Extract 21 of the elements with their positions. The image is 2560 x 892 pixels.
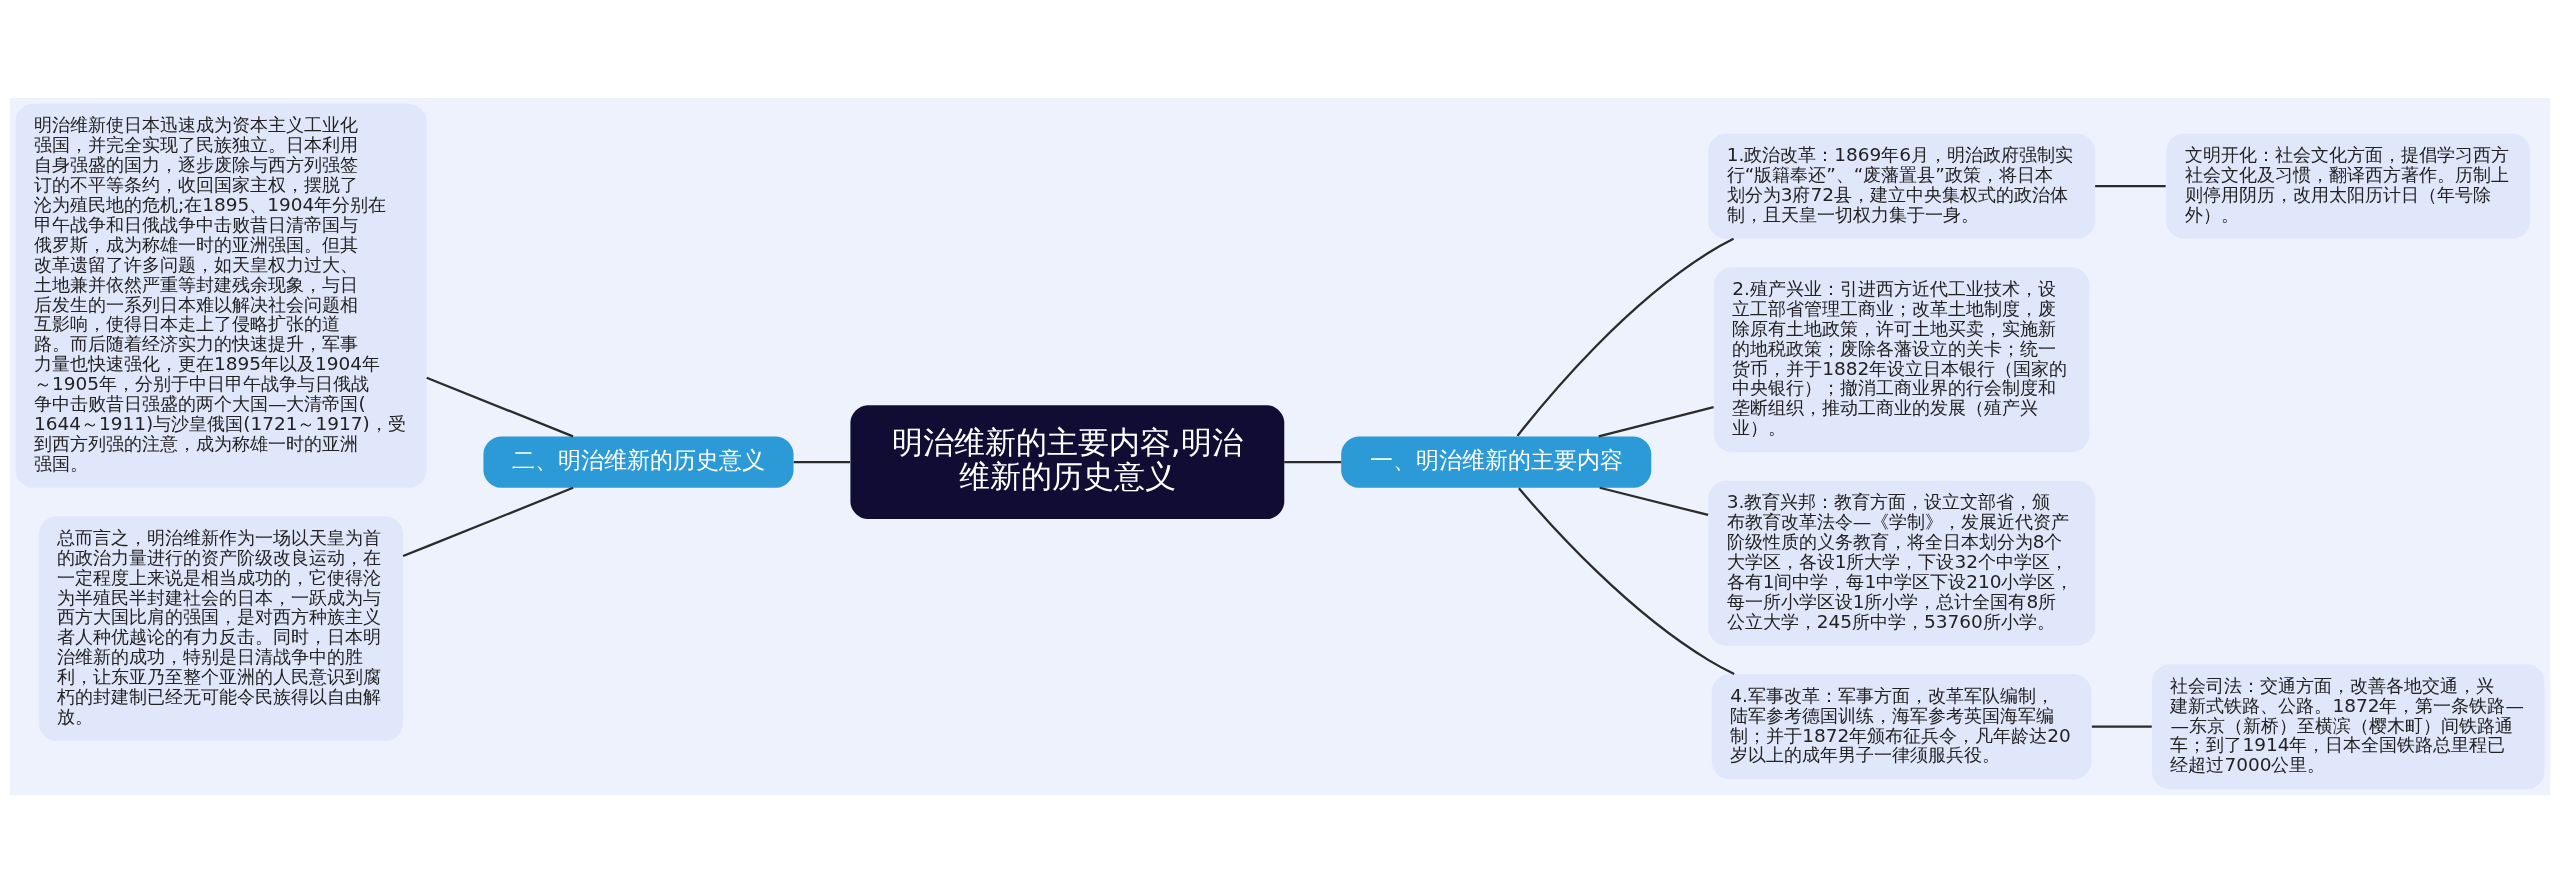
- node-box: 明治维新使日本迅速成为资本主义工业化强国，并完全实现了民族独立。日本利用自身强盛的国力，逐步废除与西方列强签订的不平等条约，收回国家主权，摆脱了沦为殖民地的危机;在1895、1904年分别在甲午战争和日俄战争中击败昔日清帝国与俄罗斯，成为称雄一时的亚洲强国。但其改革遗留了许多问题，如天皇权力过大、土地兼并依然严重等封建残余现象，与日后发生的一系列日本难以解决社会问题相互影响，使得日本走上了侵略扩张的道路。而后随着经济实力的快速提升，军事力量也快速强化，更在1895年以及1904年～1905年，分别于中日甲午战争与日俄战争中击败昔日强盛的两个大国—大清帝国(1644～1911)与沙皇俄国(1721～1917)，受到西方列强的注意，成为称雄一时的亚洲强国。: [15, 103, 427, 488]
- connector: [1284, 460, 1342, 463]
- connector: [402, 486, 574, 557]
- node-box: 3.教育兴邦：教育方面，设立文部省，颁布教育改革法令—《学制》，发展近代资产阶级性质的义务教育，将全日本划分为8个大学区，各设1所大学，下设32个中学区，各有1间中学，每1中学区下设210小学区，每一所小学区设1所小学，总计全国有8所公立大学，245所中学，53760所小学。: [1708, 480, 2096, 646]
- connector: [1598, 405, 1714, 438]
- connector: [1518, 487, 1735, 675]
- connector: [793, 460, 851, 463]
- node-box: 文明开化：社会文化方面，提倡学习西方社会文化及习惯，翻译西方著作。历制上则停用阴历，改用太阳历计日（年号除外）。: [2166, 133, 2531, 239]
- connector: [426, 376, 574, 437]
- node-box: 1.政治改革：1869年6月，明治政府强制实行“版籍奉还”、“废藩置县”政策，将日本划分为3府72县，建立中央集权式的政治体制，且天皇一切权力集于一身。: [1708, 133, 2096, 239]
- node-box: 二、明治维新的历史意义: [483, 436, 794, 488]
- node-box: 2.殖产兴业：引进西方近代工业技术，设立工部省管理工商业；改革土地制度，废除原有土地政策，许可土地买卖，实施新的地税政策；废除各藩设立的关卡；统一货币，并于1882年设立日本银行（国家的中央银行）；撤消工商业界的行会制度和垄断组织，推动工商业的发展（殖产兴业）。: [1713, 266, 2090, 452]
- node-box: 社会司法：交通方面，改善各地交通，兴建新式铁路、公路。1872年，第一条铁路——东京（新桥）至横滨（樱木町）间铁路通车；到了1914年，日本全国铁路总里程已经超过7000公里。: [2151, 663, 2545, 789]
- node-box: 4.军事改革：军事方面，改革军队编制，陆军参考德国训练，海军参考英国海军编制；并于1872年颁布征兵令，凡年龄达20岁以上的成年男子一律须服兵役。: [1711, 673, 2092, 779]
- connector: [1599, 486, 1709, 516]
- node-box: 一、明治维新的主要内容: [1341, 436, 1652, 488]
- connector: [2095, 184, 2166, 187]
- connector: [2091, 725, 2152, 728]
- node-box: 明治维新的主要内容,明治维新的历史意义: [850, 404, 1285, 519]
- connector: [1516, 237, 1735, 437]
- node-box: 总而言之，明治维新作为一场以天皇为首的政治力量进行的资产阶级改良运动，在一定程度上来说是相当成功的，它使得沦为半殖民半封建社会的日本，一跃成为与西方大国比肩的强国，是对西方种族主义者人种优越论的有力反击。同时，日本明治维新的成功，特别是日清战争中的胜利，让东亚乃至整个亚洲的人民意识到腐朽的封建制已经无可能令民族得以自由解放。: [38, 515, 404, 741]
